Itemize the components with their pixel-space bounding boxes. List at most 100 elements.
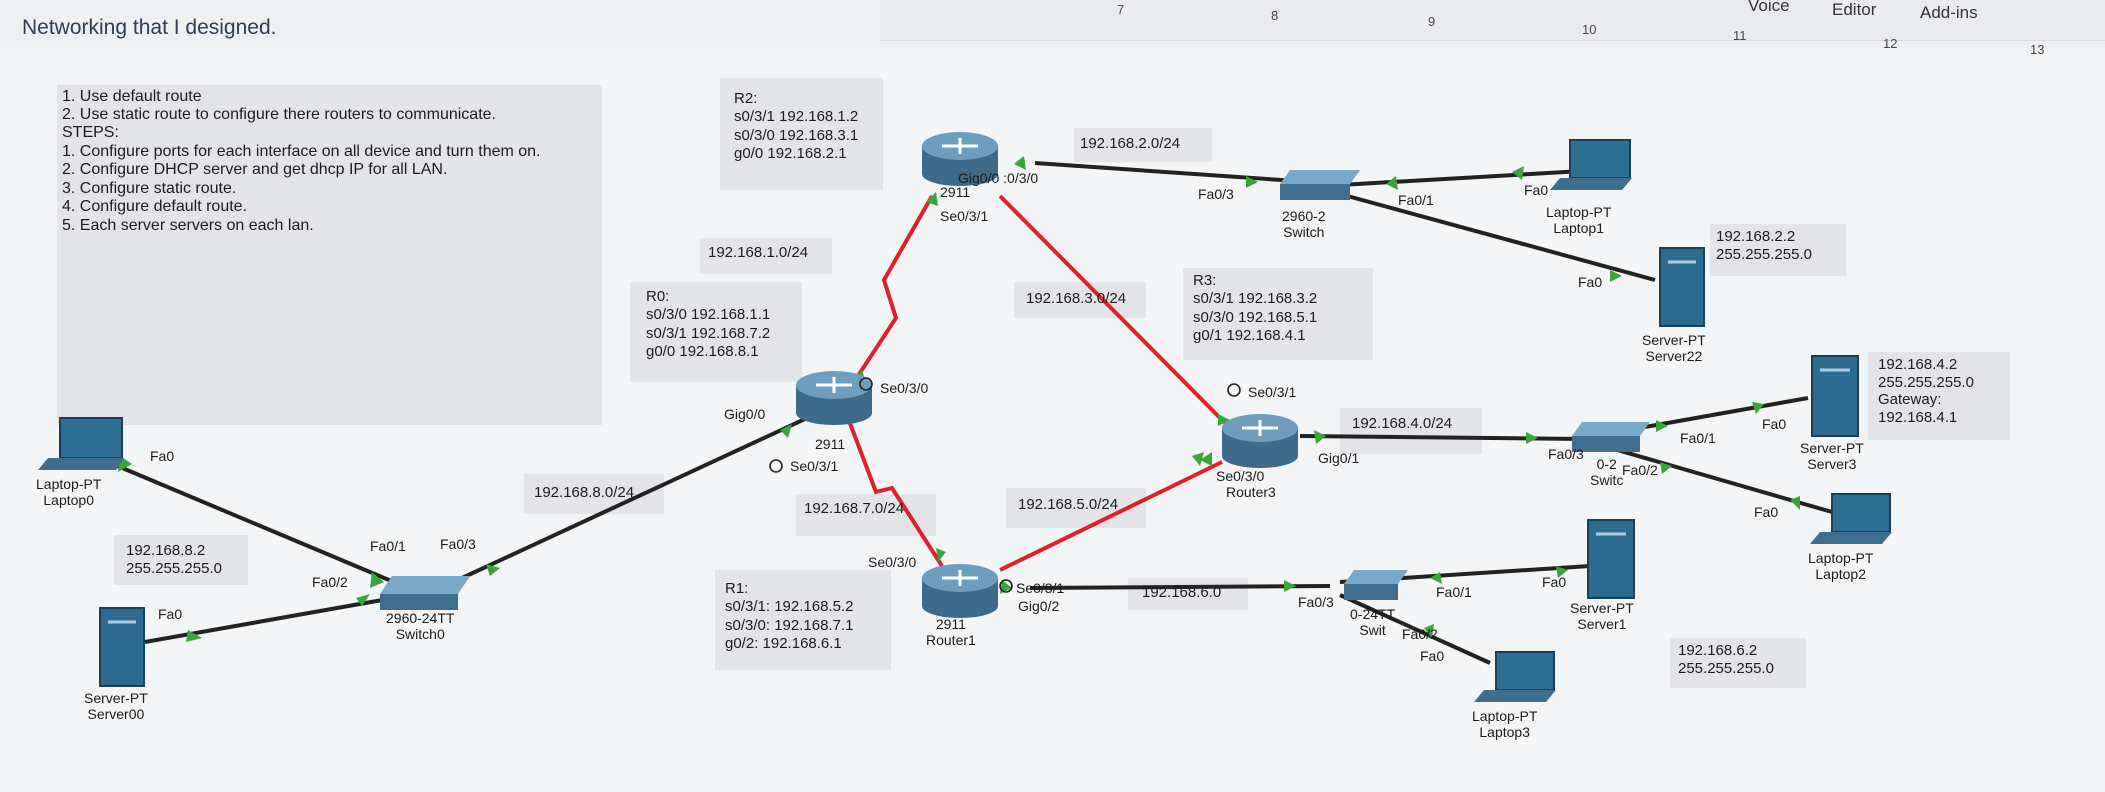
menu-editor[interactable]: Editor [1832,0,1877,19]
device-label-switch-top: 2960-2 Switch [1282,208,1326,240]
switch0-icon[interactable] [380,576,470,610]
device-label-r1: 2911 Router1 [926,616,976,648]
port-label: Fa0 [1578,274,1603,290]
link-status-light [1192,452,1204,466]
device-label-switch-bottom: 0-24TT Swit [1350,606,1395,638]
device-label-r0: 2911 [815,436,846,452]
server00-icon[interactable] [99,607,145,687]
router0-icon[interactable] [796,371,872,425]
link-r1-switchbottom [1029,584,1331,590]
menu-voice[interactable]: Voice [1748,0,1790,15]
r1-title: R1: [725,580,749,597]
link-status-light [486,564,500,576]
device-type: 0-2 [1596,456,1617,472]
switch-top-icon[interactable] [1280,170,1360,200]
device-type: Laptop-PT [36,476,102,492]
port-label: Fa0/1 [1436,584,1472,600]
router2-icon[interactable] [922,132,998,186]
r1-line: s0/3/1: 192.168.5.2 [725,598,854,616]
port-label: Fa0 [1542,574,1567,590]
network-label: 192.168.3.0/24 [1026,290,1127,307]
network-label: 192.168.2.0/24 [1080,135,1181,152]
device-name: Switch [1283,224,1325,241]
port-label: Fa0 [1524,182,1549,198]
host-2-2-box [1710,224,1846,276]
laptop3-icon[interactable] [1474,651,1556,702]
r0-config: R0: s0/3/0 192.168.1.1 s0/3/1 192.168.7.… [646,288,770,361]
device-name: Server00 [87,706,145,723]
server22-icon[interactable] [1659,247,1705,327]
device-name: Switc [1590,472,1624,489]
device-type: Laptop-PT [1546,204,1612,220]
note-line: 4. Configure default route. [62,198,248,215]
laptop0-icon[interactable] [38,417,124,470]
r0-line: s0/3/1 192.168.7.2 [646,324,771,342]
serial-r0-r2 [848,195,934,390]
device-label-server00: Server-PT Server00 [84,690,148,722]
link-switchtop-server22 [1339,192,1656,282]
port-label: Fa0/1 [370,538,406,554]
host-ip: 192.168.4.2 [1878,356,1958,373]
r0-line: g0/0 192.168.8.1 [646,342,759,360]
port-label: Gig0/1 [1318,450,1360,466]
link-status-light [1386,176,1398,190]
server3-icon[interactable] [1811,355,1859,437]
port-label: Fa0/2 [1622,462,1658,478]
ruler-mark: 12 [1883,36,1898,51]
link-switchtop-laptop1 [1339,168,1601,187]
port-label: Fa0 [1762,416,1787,432]
switch-right-icon[interactable] [1572,422,1650,452]
link-status-light [1512,166,1524,180]
host-gateway-label: Gateway: [1878,391,1942,409]
device-name: Server3 [1807,456,1857,473]
ruler-mark: 10 [1582,22,1597,37]
port-label: Se0/3/0 [1216,468,1265,484]
link-status-light [1556,566,1568,578]
port-label: Gig0/0 [724,406,766,422]
clock-icon [999,579,1013,593]
port-label: Fa0 [1420,648,1445,664]
link-status-light [1246,176,1258,188]
router3-icon[interactable] [1222,414,1298,468]
port-label: Se0/3/1 [790,458,839,474]
device-label-switch0: 2960-24TT Switch0 [386,610,454,642]
link-status-light [1014,156,1026,170]
host-mask: 255.255.255.0 [1716,245,1812,263]
host-ip: 192.168.8.2 [126,542,206,559]
instructions-note [57,85,602,425]
r2-line: g0/0 192.168.2.1 [734,144,847,162]
note-line: 1. Configure ports for each interface on… [62,143,541,160]
link-status-light [1526,432,1538,444]
server1-icon[interactable] [1587,519,1635,599]
device-type: Server-PT [1570,600,1634,616]
router1-icon[interactable] [922,564,998,618]
link-status-light [1610,270,1622,282]
ruler-mark: 7 [1117,2,1125,17]
link-server00-switch0 [144,594,406,644]
host-4-2-box [1868,352,2010,440]
ruler-mark: 13 [2030,42,2045,57]
r1-config: R1: s0/3/1: 192.168.5.2 s0/3/0: 192.168.… [725,580,853,653]
switch-bottom-icon[interactable] [1344,570,1408,600]
laptop2-icon[interactable] [1810,493,1892,544]
r2-line: s0/3/1 192.168.1.2 [734,108,859,126]
device-label-laptop3: Laptop-PT Laptop3 [1472,708,1537,740]
serial-r0-r1 [846,417,944,568]
port-label: Fa0/3 [1198,186,1234,202]
port-label: Fa0/3 [1298,594,1334,610]
link-status-light [1752,402,1764,414]
ruler-mark: 9 [1428,14,1436,29]
note-line: 1. Use default route [62,88,202,105]
menu-add-ins[interactable]: Add-ins [1920,3,1978,22]
note-line: 3. Configure static route. [62,180,237,197]
r1-line: g0/2: 192.168.6.1 [725,634,842,652]
port-label: Fa0/2 [1402,626,1438,642]
device-type: Server-PT [1800,440,1864,456]
link-status-light [1790,496,1800,510]
note-line: STEPS: [62,124,119,141]
link-status-light [1284,580,1296,592]
laptop1-icon[interactable] [1550,139,1632,190]
device-name: Laptop3 [1479,724,1530,741]
host-8-2-box [114,535,248,585]
network-label: 192.168.4.0/24 [1352,415,1453,432]
